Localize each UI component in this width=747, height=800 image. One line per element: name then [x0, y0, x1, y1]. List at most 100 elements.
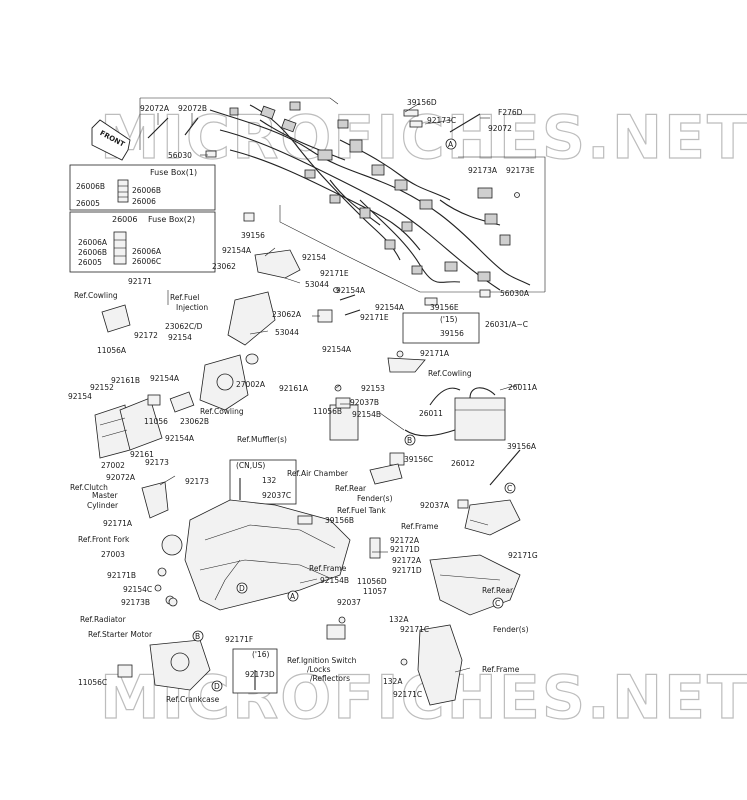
svg-text:D: D [214, 682, 220, 691]
bracket-assembly [169, 249, 361, 413]
year-15-label: ('15) [440, 315, 458, 324]
callout-B-starter: B [192, 630, 204, 642]
part-label: 92154A [165, 434, 195, 443]
starter-motor-area [117, 597, 211, 691]
part-label: Ref.Fuel Tank [337, 506, 386, 515]
part-label: 39156B [325, 516, 354, 525]
year-16-label: ('16) [252, 650, 270, 659]
fuse2-label-r1: 26006A [132, 247, 162, 256]
part-label: Ref.Frame [482, 665, 520, 674]
part-label: 92037B [350, 398, 379, 407]
part-label: Ref.Fuel [170, 293, 199, 302]
part-label: 92173B [121, 598, 150, 607]
harness-frame-lines [139, 97, 546, 293]
svg-text:C: C [507, 484, 512, 493]
part-label: Ref.Starter Motor [88, 630, 153, 639]
part-label: 11056D [357, 577, 387, 586]
part-label: 92037A [420, 501, 450, 510]
part-label: 92172A [392, 556, 422, 565]
part-label: 39156E [430, 303, 459, 312]
part-label: Ref.Ignition Switch [287, 656, 357, 665]
part-label: 27003 [101, 550, 125, 559]
part-label: 92072A [106, 473, 136, 482]
part-label: 92171F [225, 635, 253, 644]
part-label: 92171G [508, 551, 538, 560]
part-label: 23062 [212, 262, 236, 271]
part-label: 26011A [508, 383, 538, 392]
fuse-box-1-title: Fuse Box(1) [150, 168, 197, 177]
fuse-box-2-number: 26006 [112, 215, 137, 224]
fuse-box-1-panel [69, 164, 216, 211]
part-label: 92154 [68, 392, 92, 401]
svg-text:D: D [239, 584, 245, 593]
part-label: 92173 [185, 477, 209, 486]
part-label: 92153 [361, 384, 385, 393]
part-label: 39156A [507, 442, 537, 451]
part-label: 56030 [168, 151, 192, 160]
callout-D-crankcase: D [211, 680, 223, 692]
part-label: 53044 [305, 280, 329, 289]
callout-C-right: C [504, 482, 516, 494]
part-label: 92171A [420, 349, 450, 358]
callout-A-top: A [445, 138, 457, 150]
part-label: 92173 [145, 458, 169, 467]
part-label: 39156 [241, 231, 265, 240]
part-label: 11056B [313, 407, 342, 416]
part-label: 92173C [427, 116, 456, 125]
part-label: 23062C/D [165, 322, 203, 331]
part-label: 26011 [419, 409, 443, 418]
part-label: Ref.Cowling [200, 407, 244, 416]
part-label: 92171E [320, 269, 349, 278]
part-label: 11057 [363, 587, 387, 596]
svg-text:B: B [195, 632, 200, 641]
part-label: Ref.Radiator [80, 615, 127, 624]
part-label: Cylinder [87, 501, 119, 510]
part-label: 92172 [134, 331, 158, 340]
part-label: /Reflectors [310, 674, 350, 683]
part-label: Ref.Rear [335, 484, 367, 493]
part-labels: 92072A 92072B 39156D 92173C F276D 92072 … [68, 98, 538, 704]
fuse-box-2-panel [69, 211, 216, 273]
part-label: 92171B [107, 571, 136, 580]
part-label: 23062A [272, 310, 302, 319]
part-label: 92161B [111, 376, 140, 385]
part-label: 92154A [150, 374, 180, 383]
part-label: 27002A [236, 380, 266, 389]
part-label: Ref.Rear [482, 586, 514, 595]
battery-area [329, 350, 521, 486]
harness-connectors [229, 101, 511, 282]
cn-us-box [229, 459, 297, 505]
part-label: Injection [176, 303, 208, 312]
leader-lines [157, 102, 521, 673]
part-label: /Locks [307, 665, 331, 674]
part-label: 92072A [140, 104, 170, 113]
fuse1-label-26006: 26006 [132, 197, 156, 206]
watermark-top: MICROFICHES.NET [100, 103, 747, 173]
part-label: 53044 [275, 328, 299, 337]
part-label: 92171C [400, 625, 429, 634]
part-label: 92173D [245, 670, 275, 679]
year-15-box [402, 312, 480, 344]
part-label: 92161A [279, 384, 309, 393]
front-arrow-icon: FRONT [91, 119, 131, 161]
part-label: 39156D [407, 98, 437, 107]
part-label: Ref.Crankcase [166, 695, 220, 704]
part-label: 39156 [440, 329, 464, 338]
part-label: 26031/A~C [485, 320, 528, 329]
part-label: 92171C [393, 690, 422, 699]
fuse2-label-l2: 26006B [78, 248, 107, 257]
part-label: Fender(s) [357, 494, 393, 503]
part-label: 27002 [101, 461, 125, 470]
part-label: Ref.Muffler(s) [237, 435, 287, 444]
part-label: Ref.Cowling [428, 369, 472, 378]
part-label: 92154A [375, 303, 405, 312]
callout-B-mid: B [404, 434, 416, 446]
part-label: 26012 [451, 459, 475, 468]
callout-A-frame: A [287, 590, 299, 602]
part-label: Ref.Clutch [70, 483, 108, 492]
part-label: Ref.Frame [309, 564, 347, 573]
part-label: F276D [498, 108, 523, 117]
part-label: 92171E [360, 313, 389, 322]
